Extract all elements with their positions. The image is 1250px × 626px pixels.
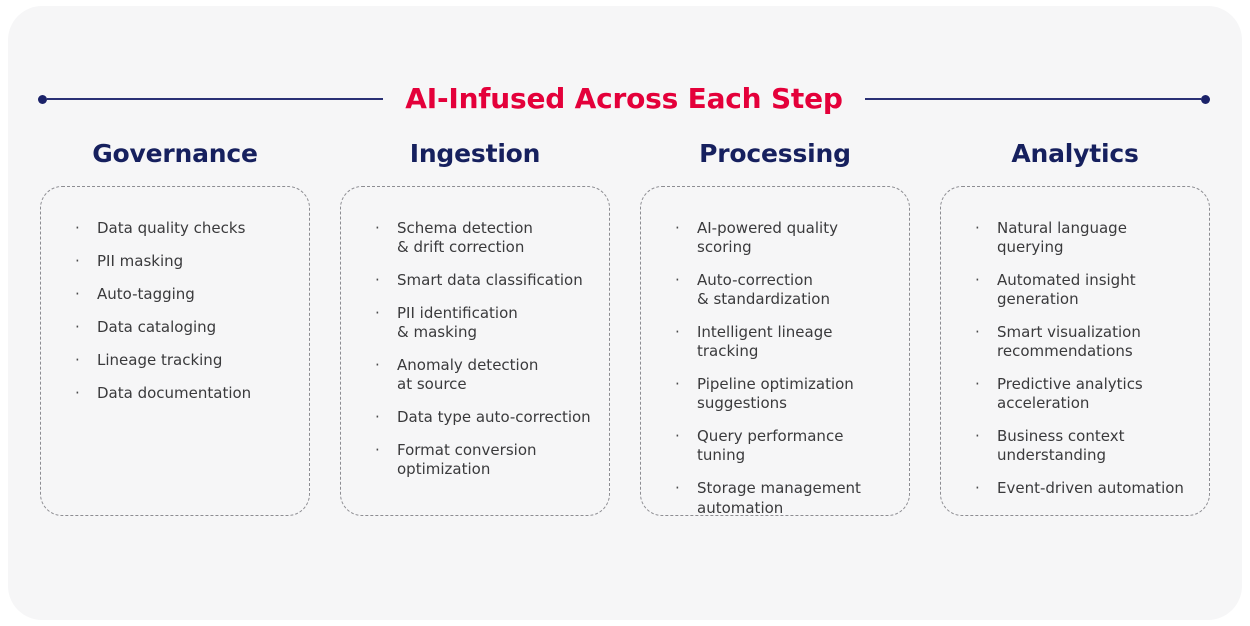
bullet-icon: · xyxy=(375,304,380,323)
list-item-label: PII masking xyxy=(97,252,184,271)
list-item: · AI-powered quality scoring xyxy=(675,219,895,257)
list-item-label: Pipeline optimization suggestions xyxy=(697,375,854,413)
list-item-label: Natural language querying xyxy=(997,219,1127,257)
bullet-icon: · xyxy=(75,318,80,337)
stage-column-ingestion: Ingestion · Schema detection & drift cor… xyxy=(340,140,610,516)
list-item: · Smart visualization recommendations xyxy=(975,323,1195,361)
list-item-label: Auto-correction & standardization xyxy=(697,271,830,309)
list-item: · Auto-correction & standardization xyxy=(675,271,895,309)
bullet-icon: · xyxy=(75,219,80,237)
column-box-processing: · AI-powered quality scoring · Auto-corr… xyxy=(640,186,910,518)
list-item: · Lineage tracking xyxy=(75,351,295,370)
stage-columns: Governance · Data quality checks · PII m… xyxy=(40,139,1210,518)
list-item-label: Intelligent lineage tracking xyxy=(697,323,833,361)
bullet-icon: · xyxy=(675,479,680,498)
list-item-label: Lineage tracking xyxy=(97,351,223,370)
bullet-icon: · xyxy=(975,427,980,446)
list-item-label: Business context understanding xyxy=(997,427,1125,465)
bullet-icon: · xyxy=(375,356,380,375)
list-item-label: Data documentation xyxy=(97,384,252,403)
column-box-ingestion: · Schema detection & drift correction · … xyxy=(340,186,610,516)
list-item: · PII identification & masking xyxy=(375,304,595,342)
rule-line-right xyxy=(864,98,1202,100)
list-item: · Query performance tuning xyxy=(675,427,895,465)
bullet-icon: · xyxy=(975,479,980,498)
rule-end-dot xyxy=(1201,94,1211,104)
bullet-icon: · xyxy=(675,375,680,394)
list-item-label: Storage management automation xyxy=(697,479,861,517)
bullet-icon: · xyxy=(675,427,680,446)
list-item-label: PII identification & masking xyxy=(397,304,518,342)
list-item: · Data cataloging xyxy=(75,318,295,337)
column-box-analytics: · Natural language querying · Automated … xyxy=(940,186,1210,516)
bullet-icon: · xyxy=(375,271,380,290)
list-item: · Data type auto-correction xyxy=(375,408,595,427)
stage-column-processing: Processing · AI-powered quality scoring … xyxy=(640,139,910,518)
list-item: · Pipeline optimization suggestions xyxy=(675,375,895,413)
bullet-icon: · xyxy=(675,323,680,342)
column-heading-analytics: Analytics xyxy=(1011,139,1139,168)
bullet-icon: · xyxy=(75,252,80,271)
list-item-label: Predictive analytics acceleration xyxy=(997,375,1143,413)
bullet-icon: · xyxy=(75,384,80,403)
list-item: · Data quality checks xyxy=(75,219,295,238)
list-item: · Event-driven automation xyxy=(975,479,1195,498)
bullet-icon: · xyxy=(75,285,80,304)
rule-line-left xyxy=(47,98,384,100)
bullet-icon: · xyxy=(375,408,380,427)
bullet-icon: · xyxy=(675,219,680,237)
title-rule-row: AI-Infused Across Each Step xyxy=(38,78,1211,120)
page-title: AI-Infused Across Each Step xyxy=(405,82,843,115)
feature-list-analytics: · Natural language querying · Automated … xyxy=(955,219,1195,499)
list-item: · Format conversion optimization xyxy=(375,441,595,479)
bullet-icon: · xyxy=(75,351,80,370)
slide-card xyxy=(8,6,1242,620)
feature-list-governance: · Data quality checks · PII masking · Au… xyxy=(55,219,295,403)
list-item: · Intelligent lineage tracking xyxy=(675,323,895,361)
list-item: · Auto-tagging xyxy=(75,285,295,304)
list-item: · Natural language querying xyxy=(975,219,1195,257)
stage-column-analytics: Analytics · Natural language querying · … xyxy=(940,140,1210,516)
bullet-icon: · xyxy=(675,271,680,290)
list-item-label: Automated insight generation xyxy=(997,271,1136,309)
column-box-governance: · Data quality checks · PII masking · Au… xyxy=(40,186,310,516)
list-item: · Data documentation xyxy=(75,384,295,403)
list-item-label: Data type auto-correction xyxy=(397,408,591,427)
list-item: · Smart data classification xyxy=(375,271,595,290)
column-heading-ingestion: Ingestion xyxy=(409,139,541,168)
list-item-label: Anomaly detection at source xyxy=(397,356,539,394)
list-item: · Automated insight generation xyxy=(975,271,1195,309)
bullet-icon: · xyxy=(975,323,980,342)
stage-column-governance: Governance · Data quality checks · PII m… xyxy=(40,140,310,516)
list-item-label: Format conversion optimization xyxy=(397,441,537,479)
list-item: · Schema detection & drift correction xyxy=(375,219,595,257)
list-item-label: Query performance tuning xyxy=(697,427,844,465)
list-item-label: Smart data classification xyxy=(397,271,583,290)
bullet-icon: · xyxy=(375,219,380,237)
column-heading-governance: Governance xyxy=(92,139,258,168)
list-item-label: AI-powered quality scoring xyxy=(697,219,838,257)
list-item: · Storage management automation xyxy=(675,479,895,517)
list-item: · Predictive analytics acceleration xyxy=(975,375,1195,413)
bullet-icon: · xyxy=(975,219,980,237)
bullet-icon: · xyxy=(975,375,980,394)
feature-list-processing: · AI-powered quality scoring · Auto-corr… xyxy=(655,219,895,518)
column-heading-processing: Processing xyxy=(699,139,851,168)
list-item-label: Data cataloging xyxy=(97,318,217,337)
list-item-label: Auto-tagging xyxy=(97,285,195,304)
list-item: · Business context understanding xyxy=(975,427,1195,465)
list-item: · PII masking xyxy=(75,252,295,271)
rule-start-dot xyxy=(38,94,47,104)
list-item: · Anomaly detection at source xyxy=(375,356,595,394)
bullet-icon: · xyxy=(375,441,380,460)
bullet-icon: · xyxy=(975,271,980,290)
feature-list-ingestion: · Schema detection & drift correction · … xyxy=(355,219,595,479)
list-item-label: Smart visualization recommendations xyxy=(997,323,1141,361)
list-item-label: Schema detection & drift correction xyxy=(397,219,533,257)
list-item-label: Data quality checks xyxy=(97,219,246,237)
list-item-label: Event-driven automation xyxy=(997,479,1184,498)
